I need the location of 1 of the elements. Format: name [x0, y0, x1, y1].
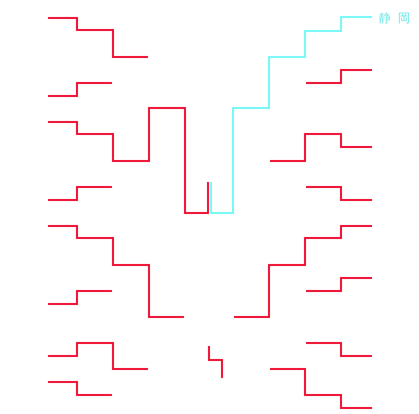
team-name: 静岡: [379, 11, 417, 25]
